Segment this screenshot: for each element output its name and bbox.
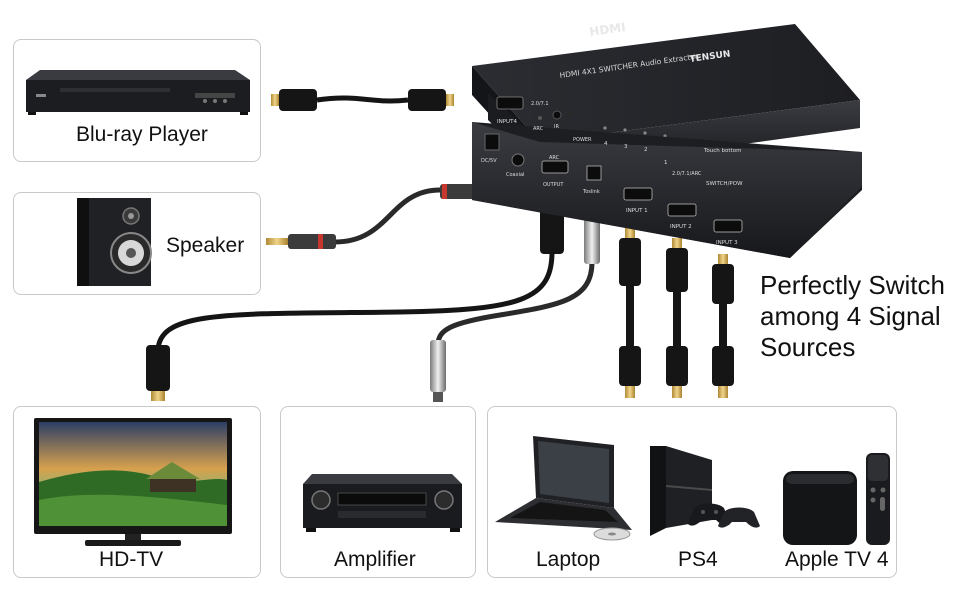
appletv-label: Apple TV 4 <box>785 548 889 571</box>
rear-dc-label: DC/5V <box>481 158 497 164</box>
amplifier-icon <box>303 474 462 532</box>
laptop-icon <box>495 436 632 541</box>
headline-line-1: Perfectly Switch <box>760 270 945 300</box>
bluray-hdmi-cable <box>271 89 454 111</box>
bluray-player-icon <box>26 70 250 115</box>
amplifier-label: Amplifier <box>334 548 416 571</box>
apple-tv-icon <box>783 453 890 545</box>
rear-coaxial-label: Coaxial <box>506 172 524 178</box>
rear-arc-label: ARC <box>549 155 560 161</box>
headline-line-3: Sources <box>760 332 856 362</box>
rear-output-label: OUTPUT <box>543 182 564 188</box>
source-hdmi-cables <box>619 228 734 398</box>
front-led2-label: 2 <box>644 147 648 153</box>
front-ir-label: IR <box>554 124 559 130</box>
rear-input3-label: INPUT 3 <box>716 240 738 246</box>
ps4-label: PS4 <box>678 548 718 571</box>
headline-line-2: among 4 Signal <box>760 301 941 331</box>
front-input4-label: INPUT4 <box>497 119 517 125</box>
ps4-icon <box>650 446 760 536</box>
tv-hdmi-cable <box>146 198 564 401</box>
speaker-audio-cable <box>266 184 506 249</box>
bluray-label: Blu-ray Player <box>76 123 208 146</box>
front-led-arc-label: 2.0/7.1/ARC <box>672 171 702 177</box>
front-touch-label: Touch bottom <box>703 148 741 154</box>
front-led1-label: 1 <box>664 160 668 166</box>
front-led4-label: 4 <box>604 141 608 147</box>
front-power-label: POWER <box>573 137 592 143</box>
front-arc-label: ARC <box>533 126 544 132</box>
switcher-logo: HDMI <box>588 20 626 39</box>
front-led3-label: 3 <box>624 144 628 150</box>
rear-toslink-label: Toslink <box>582 189 600 195</box>
front-switch-label: SWITCH/POW <box>706 181 743 187</box>
switcher-rear-unit <box>472 122 862 258</box>
tv-label: HD-TV <box>99 548 164 571</box>
speaker-icon <box>77 198 152 286</box>
front-spdif-label: 2.0/7.1 <box>531 101 549 107</box>
laptop-label: Laptop <box>536 548 601 571</box>
rear-input2-label: INPUT 2 <box>670 224 692 230</box>
rear-input1-label: INPUT 1 <box>626 208 648 214</box>
hd-tv-icon <box>34 418 232 546</box>
speaker-label: Speaker <box>166 234 245 257</box>
headline: Perfectly Switch among 4 Signal Sources <box>760 270 945 363</box>
